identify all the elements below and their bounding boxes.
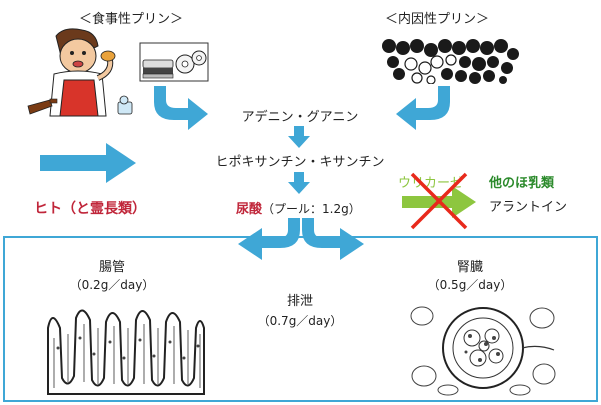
to-kidney-arrow	[302, 218, 364, 260]
endogenous-to-adenine-arrow	[396, 86, 450, 130]
excretion-label: 排泄	[286, 294, 313, 309]
excretion-frame	[3, 236, 598, 402]
kidney-glomerulus-illustration	[410, 306, 556, 396]
other-mammals-label: 他のほ乳類	[489, 176, 555, 191]
eating-person-illustration	[27, 28, 133, 117]
kidney-label: 腎臓	[456, 260, 483, 275]
food-items-illustration	[139, 42, 209, 82]
human-primates-label: ヒト（と霊長類）	[34, 201, 146, 217]
excretion-amount: （0.7g／day）	[257, 314, 343, 328]
dietary-purine-title: ＜食事性プリン＞	[78, 12, 183, 27]
hypoxanthine-xanthine-label: ヒポキサンチン・キサンチン	[215, 155, 385, 170]
intestine-tissue-illustration	[47, 309, 205, 395]
uricase-label: ウリカーゼ	[398, 176, 464, 191]
intestine-label: 腸管	[98, 260, 125, 275]
cells-illustration	[382, 39, 519, 84]
adenine-guanine-label: アデニン・グアニン	[241, 110, 359, 125]
to-intestine-arrow	[238, 218, 300, 260]
uric-acid-label: 尿酸	[236, 202, 263, 217]
down-arrow-1	[288, 126, 310, 148]
down-arrow-2	[288, 172, 310, 194]
allantoin-label: アラントイン	[489, 200, 568, 215]
intestine-amount: （0.2g／day）	[69, 278, 155, 292]
kidney-amount: （0.5g／day）	[427, 278, 513, 292]
blocked-cross-icon	[410, 172, 468, 230]
endogenous-purine-title: ＜内因性プリン＞	[384, 12, 489, 27]
dietary-to-adenine-arrow	[154, 86, 208, 130]
uric-acid-line: 尿酸（プール：1.2g）	[236, 198, 361, 217]
human-arrow	[40, 143, 136, 183]
uric-acid-pool: （プール：1.2g）	[262, 202, 361, 216]
